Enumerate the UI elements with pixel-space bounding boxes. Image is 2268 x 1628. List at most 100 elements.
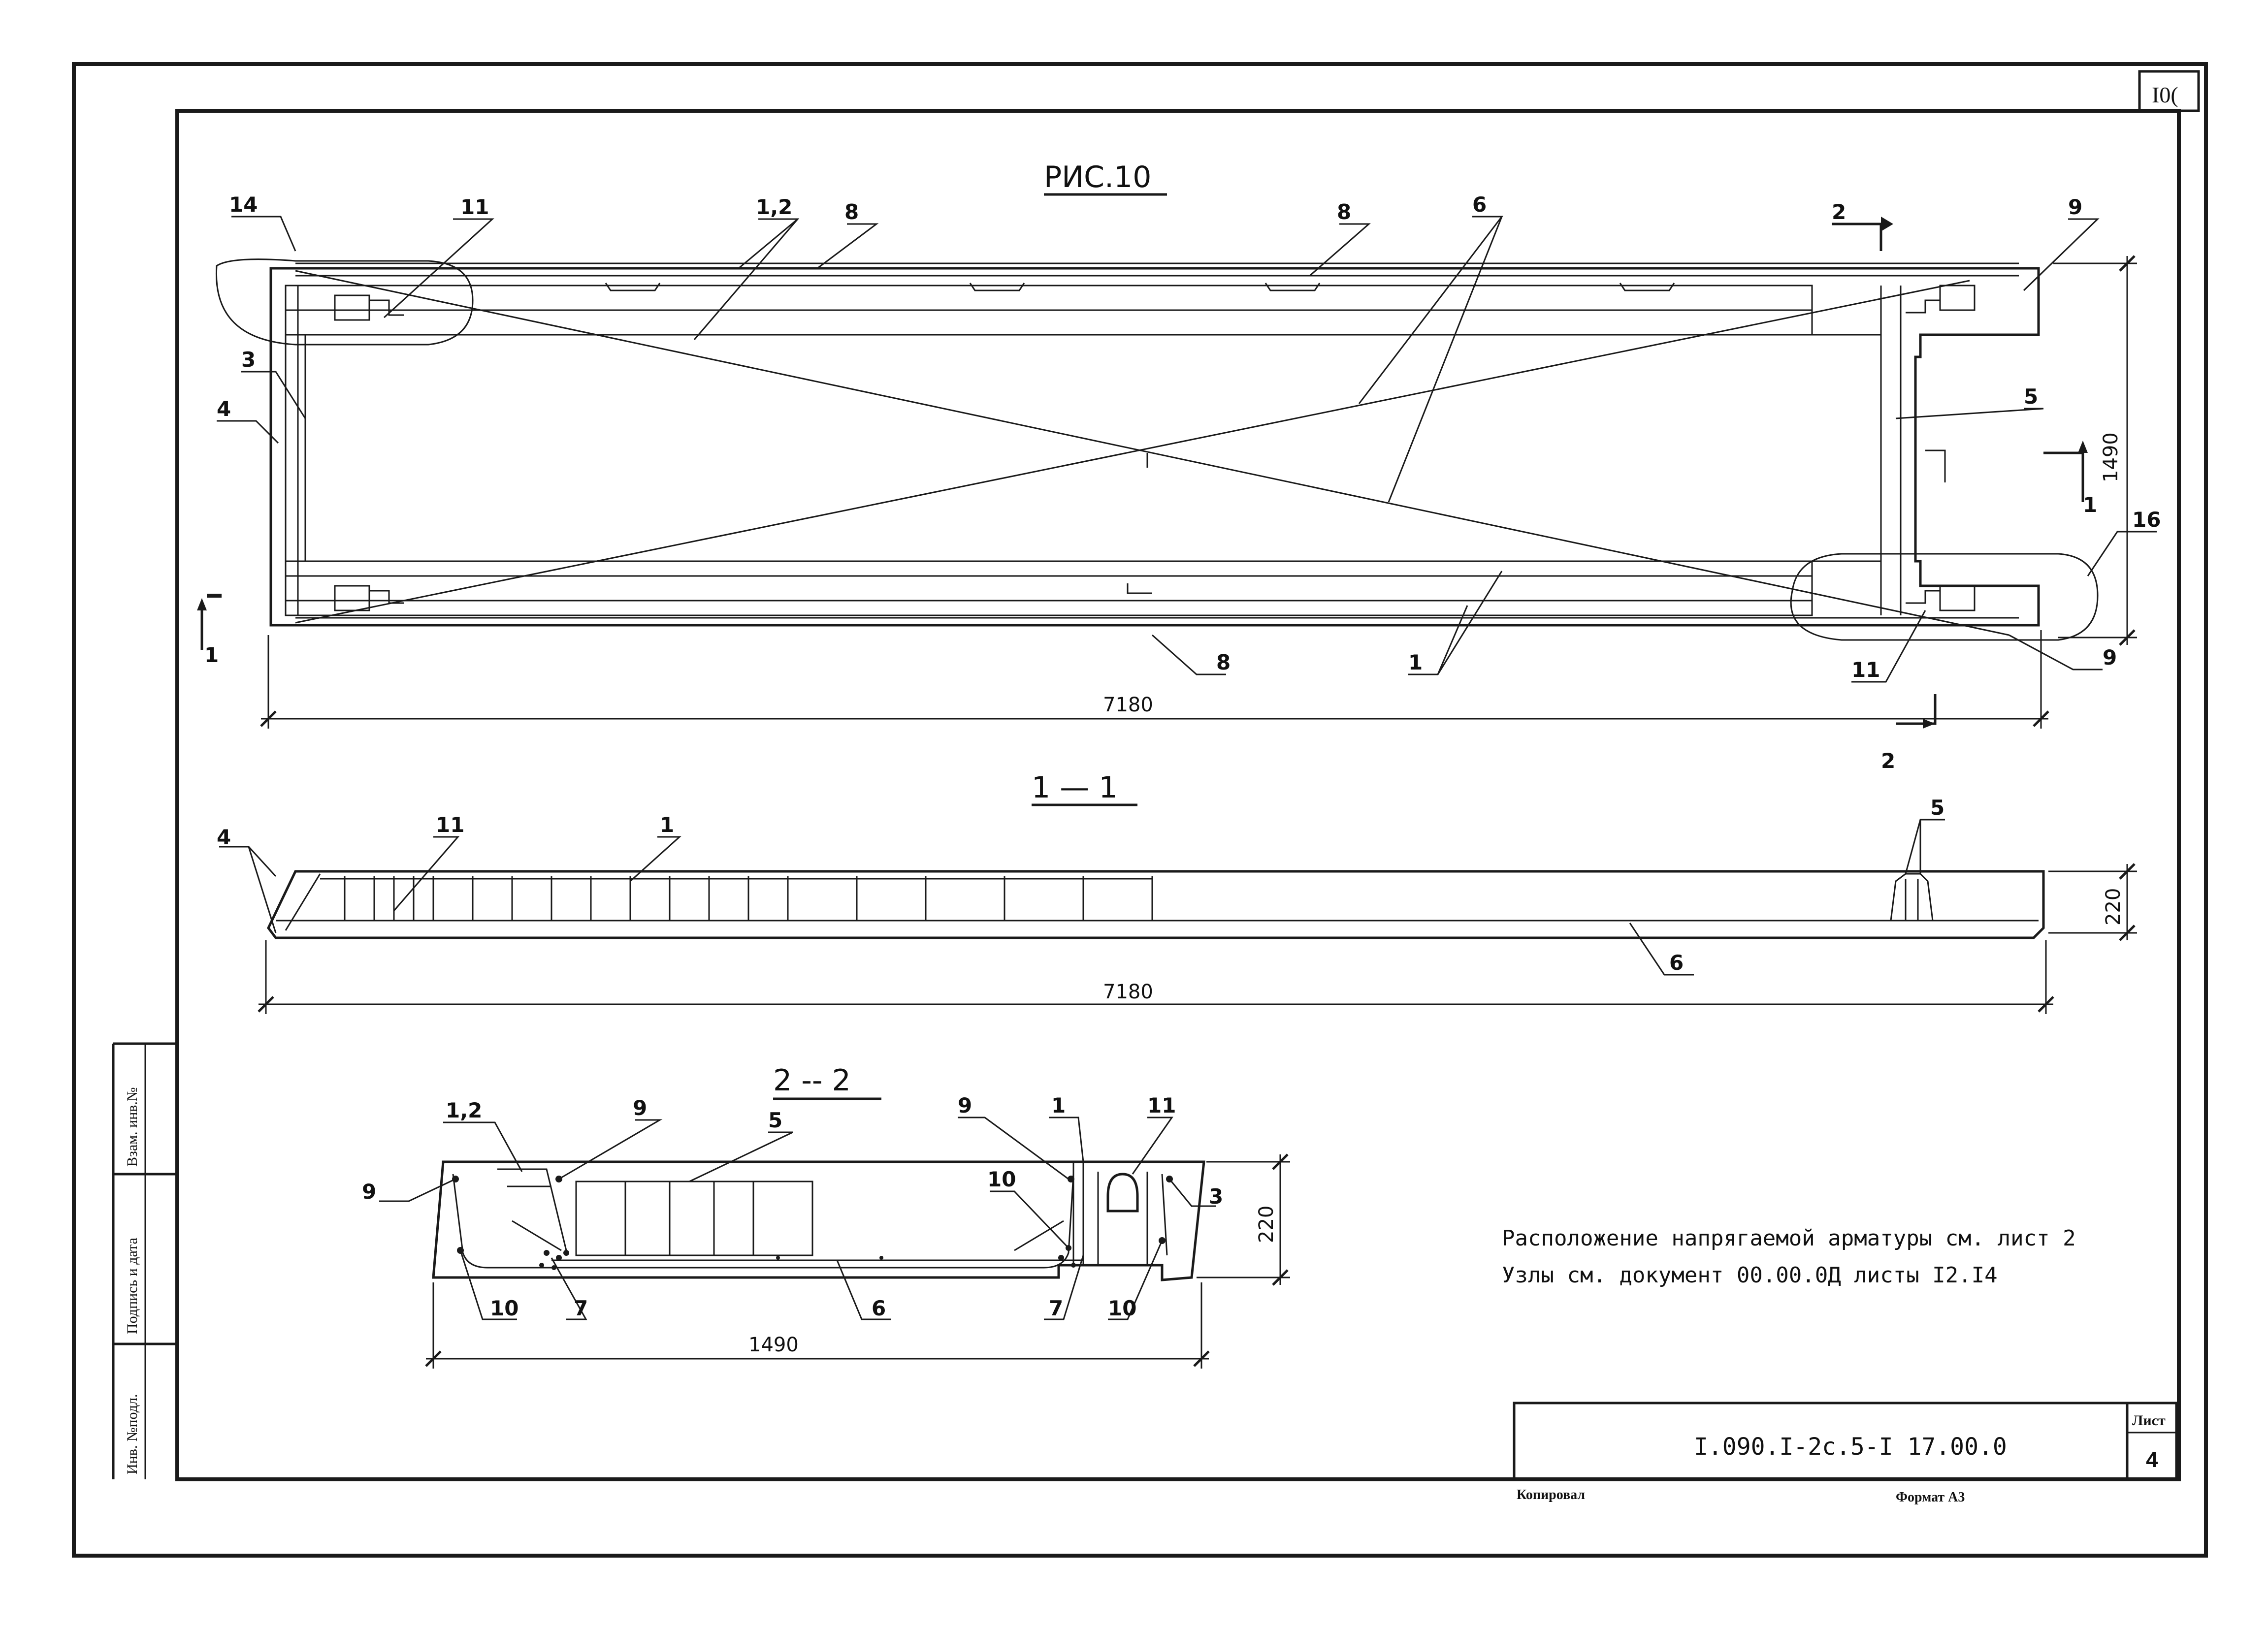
section-2-2-label-9c: 9 xyxy=(362,1180,376,1204)
leader xyxy=(629,836,681,882)
plan-label-11b: 11 xyxy=(1851,658,1880,682)
stirrup-series xyxy=(344,876,1153,921)
plan-cut-1-left: 1 xyxy=(204,643,219,667)
plan-outline xyxy=(269,267,2040,627)
leader xyxy=(558,1119,663,1180)
anchor-detail xyxy=(369,299,404,316)
plan-cut-2-top: 2 xyxy=(1832,200,1846,224)
section-1-1: 1 — 1 4 11 1 5 6 7180 xyxy=(217,770,2137,1014)
section-2-2-outline xyxy=(432,1160,1205,1281)
plan-label-9b: 9 xyxy=(2103,645,2117,670)
plan-label-14: 14 xyxy=(229,192,258,217)
dim-tick xyxy=(1272,1269,1289,1286)
diagonal-strand xyxy=(295,280,1970,624)
dim-tick xyxy=(258,996,274,1013)
side-stamp-inv-orig: Инв. №подл. xyxy=(124,1394,140,1474)
mesh-sketch xyxy=(1619,283,1675,291)
leader xyxy=(379,1178,456,1202)
leader xyxy=(551,1257,587,1320)
leader xyxy=(231,216,296,252)
inner-frame xyxy=(175,109,2181,1481)
leader xyxy=(1388,216,1503,503)
section-2-2-width-dim: 1490 xyxy=(748,1334,799,1356)
leader xyxy=(241,371,306,419)
leader xyxy=(689,1131,793,1182)
channel-walls xyxy=(1097,1172,1148,1265)
section-1-1-outline xyxy=(267,870,2045,939)
plan-label-5: 5 xyxy=(2024,384,2038,409)
leader xyxy=(1152,634,1226,675)
plan-label-8c: 8 xyxy=(1216,650,1231,674)
plan-label-6: 6 xyxy=(1472,192,1487,217)
section-2-2-label-5: 5 xyxy=(768,1108,782,1132)
cut-arrow-head xyxy=(1881,217,1893,231)
figure-title: РИС.10 xyxy=(1044,160,1151,194)
plan-label-3: 3 xyxy=(241,348,256,372)
section-1-1-label-6: 6 xyxy=(1669,951,1684,975)
plan-cuts: 1 1 2 2 xyxy=(197,200,2097,773)
sheet-header: Лист xyxy=(2132,1412,2166,1429)
dim-tick xyxy=(2038,996,2054,1013)
page-corner-box xyxy=(2138,70,2200,112)
leader xyxy=(1108,1240,1163,1320)
plan-length-dim: 7180 xyxy=(1103,694,1153,716)
section-2-2-label-7a: 7 xyxy=(574,1296,588,1320)
cut-arrow-head xyxy=(197,598,207,610)
detail-balloon-16 xyxy=(1790,553,2099,641)
format-label: Формат А3 xyxy=(1896,1490,1965,1505)
leader xyxy=(1044,1255,1084,1320)
anchor-plate xyxy=(1939,285,1976,311)
side-stamp-inv-dubl: Взам. инв.№ xyxy=(124,1087,140,1167)
plan-label-16: 16 xyxy=(2132,508,2161,532)
dim-tick xyxy=(425,1350,442,1367)
mesh-5-bars xyxy=(624,1181,754,1255)
section-1-1-title: 1 — 1 xyxy=(1032,770,1118,805)
section-2-2-label-10a: 10 xyxy=(987,1167,1016,1191)
leader xyxy=(393,836,460,911)
leader xyxy=(1168,1179,1216,1207)
plan-label-4: 4 xyxy=(217,397,231,421)
leader xyxy=(219,846,277,877)
section-1-1-label-5: 5 xyxy=(1930,796,1944,820)
leader xyxy=(1309,223,1371,277)
right-edge-bar xyxy=(1161,1174,1168,1256)
leader xyxy=(2087,531,2157,576)
plan-label-11a: 11 xyxy=(460,195,489,219)
plan-cut-2-bottom: 2 xyxy=(1881,749,1895,773)
section-2-2-label-10c: 10 xyxy=(1108,1296,1136,1320)
section-2-2-height-dim: 220 xyxy=(1255,1206,1278,1243)
mesh-sketch xyxy=(605,283,661,291)
channel-11 xyxy=(1106,1173,1139,1213)
section-2-2-label-11: 11 xyxy=(1147,1093,1176,1117)
section-2-2-label-10b: 10 xyxy=(490,1296,518,1320)
cut-arrow-head xyxy=(2078,441,2088,453)
section-1-1-label-4: 4 xyxy=(217,825,231,849)
leader xyxy=(817,223,879,269)
copied-label: Копировал xyxy=(1517,1487,1585,1502)
outer-frame xyxy=(72,62,2208,1558)
leader xyxy=(958,1117,1069,1180)
center-mark xyxy=(1925,449,1946,482)
plan-label-1: 1 xyxy=(1408,650,1423,674)
leader xyxy=(1895,408,2044,419)
plan-labels: 14 11 1,2 8 8 6 9 3 4 5 16 8 1 11 9 xyxy=(217,192,2161,683)
cut-arrow-head xyxy=(1923,719,1935,729)
sheet-number: 4 xyxy=(2146,1448,2158,1472)
leader xyxy=(1851,610,1926,683)
leader xyxy=(1132,1117,1173,1175)
anchor-detail xyxy=(1906,590,1940,604)
section-1-1-height-dim: 220 xyxy=(2102,888,2125,926)
leader xyxy=(1049,1117,1084,1162)
leader xyxy=(738,218,798,269)
section-2-2: 2 -- 2 1,2 9 xyxy=(362,1063,1290,1369)
section-1-1-length-dim: 7180 xyxy=(1103,981,1153,1003)
bottom-rib xyxy=(285,560,1813,616)
section-2-2-label-1: 1 xyxy=(1051,1093,1066,1117)
leader xyxy=(990,1190,1069,1249)
section-2-2-label-6: 6 xyxy=(872,1296,886,1320)
section-2-2-inner xyxy=(452,1174,1074,1269)
detail-balloon-14 xyxy=(215,258,474,346)
plan-width-dim: 1490 xyxy=(2100,432,2122,482)
leader xyxy=(2023,218,2100,291)
